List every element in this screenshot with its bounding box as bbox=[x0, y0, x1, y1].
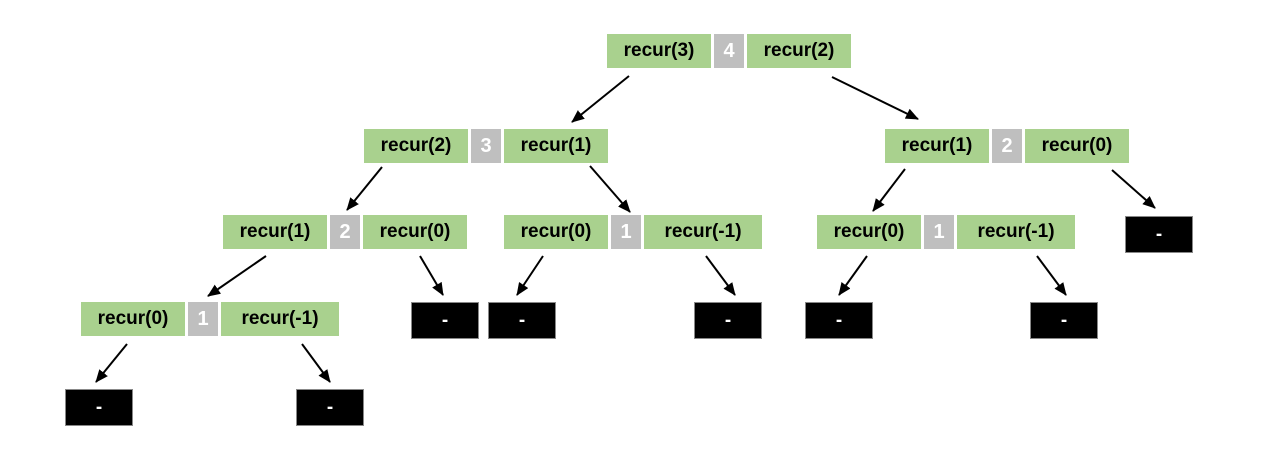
call-label-right: recur(0) bbox=[1025, 129, 1129, 163]
call-label-right: recur(0) bbox=[363, 215, 467, 249]
call-label-right: recur(-1) bbox=[221, 302, 339, 336]
recursion-arrow-14 bbox=[301, 343, 331, 383]
return-value-box: 3 bbox=[471, 129, 501, 163]
leaf-base-case-5: - bbox=[805, 302, 873, 339]
leaf-base-case-6: - bbox=[1030, 302, 1098, 339]
call-label-right: recur(-1) bbox=[957, 215, 1075, 249]
recursion-arrow-4 bbox=[589, 165, 631, 213]
call-label-right: recur(2) bbox=[747, 34, 851, 68]
leaf-base-case-1: - bbox=[1125, 216, 1193, 253]
recursion-arrow-12 bbox=[1036, 255, 1067, 296]
recursion-arrow-13 bbox=[95, 343, 128, 383]
recursion-arrow-7 bbox=[207, 255, 267, 297]
return-value-box: 2 bbox=[992, 129, 1022, 163]
return-value-box: 2 bbox=[330, 215, 360, 249]
recursion-arrow-5 bbox=[872, 168, 906, 212]
call-label-left: recur(0) bbox=[817, 215, 921, 249]
call-label-left: recur(0) bbox=[504, 215, 608, 249]
recursion-arrow-3 bbox=[346, 166, 383, 211]
call-label-left: recur(1) bbox=[223, 215, 327, 249]
recursion-arrow-9 bbox=[516, 255, 544, 296]
recursion-arrow-2 bbox=[831, 76, 919, 120]
leaf-base-case-7: - bbox=[65, 389, 133, 426]
recursion-arrow-8 bbox=[419, 255, 444, 296]
call-label-right: recur(1) bbox=[504, 129, 608, 163]
recursion-arrow-11 bbox=[838, 255, 868, 296]
recursion-arrow-6 bbox=[1111, 169, 1156, 209]
leaf-base-case-4: - bbox=[694, 302, 762, 339]
return-value-box: 1 bbox=[924, 215, 954, 249]
recursion-arrow-10 bbox=[705, 255, 736, 296]
leaf-base-case-8: - bbox=[296, 389, 364, 426]
return-value-box: 1 bbox=[611, 215, 641, 249]
return-value-box: 4 bbox=[714, 34, 744, 68]
call-label-left: recur(0) bbox=[81, 302, 185, 336]
call-label-right: recur(-1) bbox=[644, 215, 762, 249]
recursion-arrow-1 bbox=[571, 75, 630, 123]
call-label-left: recur(1) bbox=[885, 129, 989, 163]
leaf-base-case-2: - bbox=[411, 302, 479, 339]
return-value-box: 1 bbox=[188, 302, 218, 336]
call-label-left: recur(2) bbox=[364, 129, 468, 163]
call-label-left: recur(3) bbox=[607, 34, 711, 68]
leaf-base-case-3: - bbox=[488, 302, 556, 339]
